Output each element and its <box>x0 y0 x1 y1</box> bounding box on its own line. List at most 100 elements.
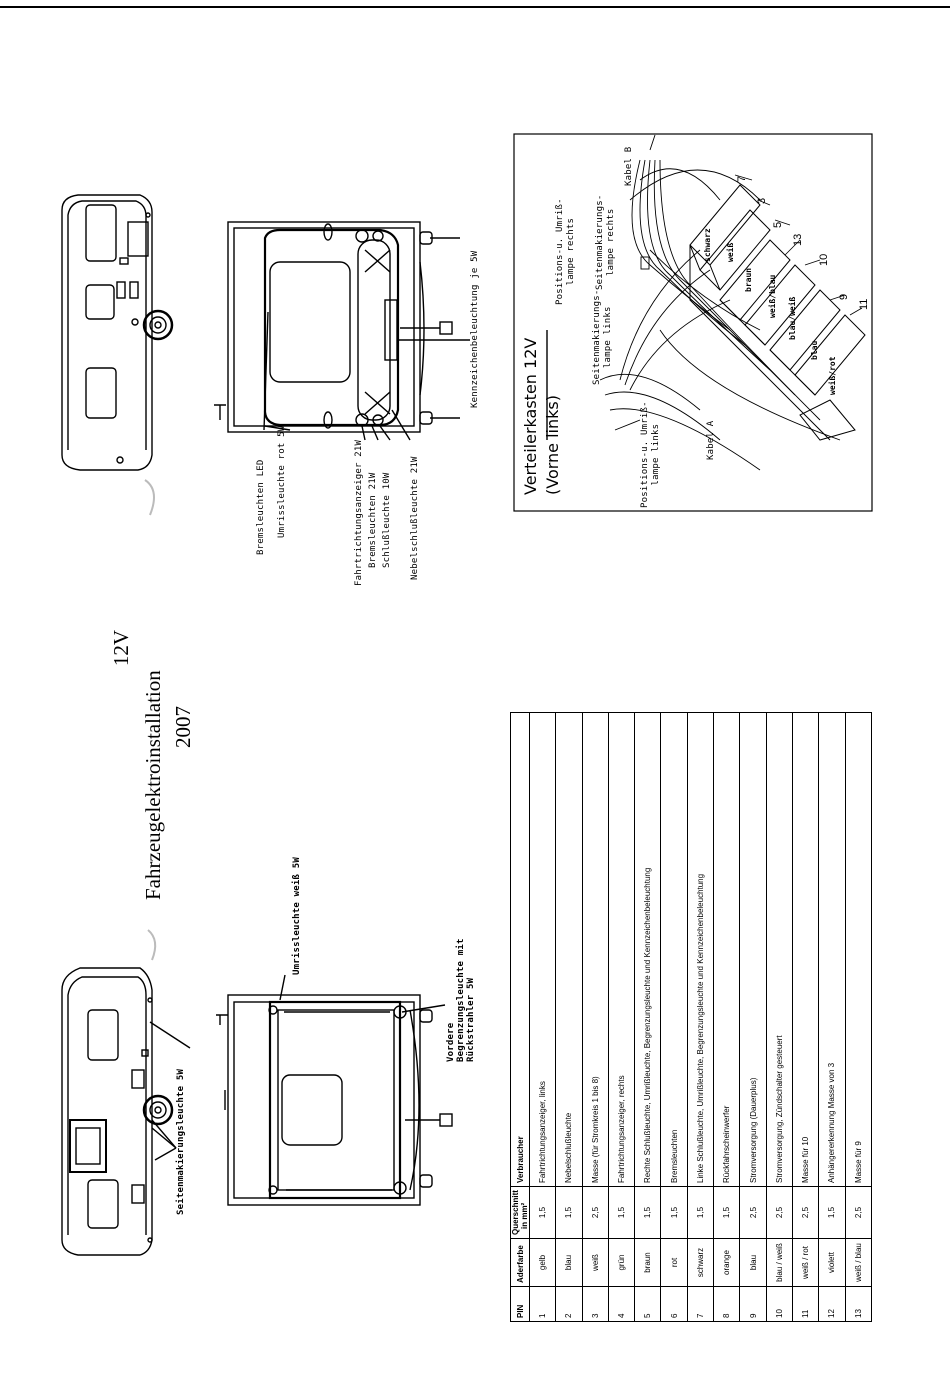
cell-pin: 9 <box>739 1286 767 1322</box>
cell-quer: 2,5 <box>845 1186 872 1239</box>
num-3: 3 <box>756 197 768 204</box>
side-right-line-2: lampe rechts <box>606 208 616 276</box>
front-marker-line-1: Vordere <box>446 1022 456 1062</box>
cell-ader: weiß / rot <box>792 1238 819 1287</box>
cell-verbraucher: Anhängererkennung Masse von 3 <box>818 712 846 1187</box>
wire-label-schwarz: schwarz <box>703 228 712 262</box>
label-side-left: Seitenmakierungs- lampe links <box>592 289 614 385</box>
label-pos-right: Positions-u. Umriß- lampe rechts <box>555 198 577 305</box>
pos-left-line-2: lampe links <box>651 423 661 486</box>
cell-verbraucher: Fahrtrichtungsanzeiger, rechts <box>608 712 635 1187</box>
front-marker-line-2: Begrenzungsleuchte mit <box>456 938 466 1062</box>
cell-quer: 1,5 <box>713 1186 740 1239</box>
cell-ader: blau <box>739 1238 767 1287</box>
cell-pin: 11 <box>792 1286 819 1322</box>
num-11: 11 <box>858 298 870 310</box>
cell-quer: 2,5 <box>739 1186 767 1239</box>
wire-label-braun: braun <box>744 267 753 292</box>
box-title-line-1: Verteilerkasten 12V <box>521 337 540 495</box>
label-pos-left: Positions-u. Umriß- lampe links <box>640 401 662 508</box>
right-caravan-side-view <box>61 194 174 471</box>
cell-quer: 1,5 <box>818 1186 846 1239</box>
cell-ader: braun <box>634 1238 661 1287</box>
wire-label-blau-weiss: blau/weiß <box>788 296 797 340</box>
label-outline-red: Umrissleuchte rot 5W <box>277 425 287 538</box>
cell-ader: weiß <box>582 1238 609 1287</box>
wire-label-weiss: weiß <box>726 242 735 262</box>
pos-left-line-1: Positions-u. Umriß- <box>640 401 650 508</box>
header-quer-line-2: in mm² <box>520 1202 529 1229</box>
cell-quer: 2,5 <box>792 1186 819 1239</box>
wire-label-weiss-blau: weiß/blau <box>768 274 777 318</box>
side-left-line-2: lampe links <box>603 306 613 369</box>
cell-pin: 3 <box>582 1286 609 1322</box>
cell-pin: 5 <box>634 1286 661 1322</box>
cell-quer: 2,5 <box>766 1186 793 1239</box>
header-verbraucher: Verbraucher <box>510 712 530 1187</box>
num-13: 13 <box>792 233 804 246</box>
left-rear-view <box>216 994 453 1206</box>
cell-pin: 12 <box>818 1286 846 1322</box>
cell-quer: 1,5 <box>529 1186 556 1239</box>
cell-verbraucher: Stromversorgung (Dauerplus) <box>739 712 767 1187</box>
cell-pin: 1 <box>529 1286 556 1322</box>
num-9: 9 <box>838 293 850 300</box>
cell-quer: 1,5 <box>634 1186 661 1239</box>
cell-quer: 1,5 <box>555 1186 583 1239</box>
top-rule <box>0 6 950 8</box>
cell-ader: gelb <box>529 1238 556 1287</box>
cell-ader: violett <box>818 1238 846 1287</box>
cell-verbraucher: Fahrtrichtungsanzeiger, links <box>529 712 556 1187</box>
wire-label-weiss-rot: weiß/rot <box>828 356 837 395</box>
cell-ader: grün <box>608 1238 635 1287</box>
pos-right-line-2: lampe rechts <box>566 217 576 286</box>
cell-ader: rot <box>660 1238 688 1287</box>
label-fog: Nebelschlußleuchte 21W <box>410 456 420 580</box>
header-pin: PIN <box>510 1286 530 1322</box>
cell-ader: blau <box>555 1238 583 1287</box>
right-rear-view <box>214 221 460 433</box>
title-line-3: 2007 <box>171 706 195 748</box>
cell-ader: orange <box>713 1238 740 1287</box>
page-title: 12V <box>108 548 134 748</box>
label-brake: Bremsleuchten 21W <box>368 472 378 568</box>
cell-pin: 6 <box>660 1286 688 1322</box>
cell-verbraucher: Masse (für Stromkreis 1 bis 8) <box>582 712 609 1187</box>
side-left-line-1: Seitenmakierungs- <box>592 289 602 385</box>
cell-verbraucher: Rechte Schlußleuchte, Umrißleuchte, Begr… <box>634 712 661 1187</box>
num-5: 5 <box>772 221 784 228</box>
pin-table: PIN Aderfarbe Querschnitt in mm² Verbrau… <box>510 712 872 1322</box>
cell-quer: 1,5 <box>687 1186 714 1239</box>
label-outline-white: Umrissleuchte weiß 5W <box>292 857 302 975</box>
cell-ader: blau / weiß <box>766 1238 793 1287</box>
cell-quer: 1,5 <box>660 1186 688 1239</box>
terminal-blocks <box>689 184 866 441</box>
label-tail: Schlußleuchte 10W <box>382 472 392 568</box>
side-right-line-1: Seitenmakierungs- <box>595 194 605 290</box>
table-header-row: PIN Aderfarbe Querschnitt in mm² Verbrau… <box>510 712 530 1322</box>
label-cable-a: Kabel A <box>706 420 716 460</box>
cell-pin: 7 <box>687 1286 714 1322</box>
front-marker-line-3: Rückstrahler 5W <box>466 977 476 1062</box>
distribution-box-frame <box>513 133 873 512</box>
pin-table-grid: PIN Aderfarbe Querschnitt in mm² Verbrau… <box>510 712 872 1322</box>
cell-pin: 10 <box>766 1286 793 1322</box>
box-title: Verteilerkasten 12V (Vorne links) <box>520 338 564 495</box>
label-side-marker: Seitenmakierungsleuchte 5W <box>176 1068 186 1215</box>
cell-pin: 4 <box>608 1286 635 1322</box>
cell-verbraucher: Linke Schlußleuchte, Umrißleuchte, Begre… <box>687 712 714 1187</box>
num-10: 10 <box>818 253 830 266</box>
pos-right-line-1: Positions-u. Umriß- <box>555 198 565 305</box>
cell-verbraucher: Rückfahrscheinwerfer <box>713 712 740 1187</box>
